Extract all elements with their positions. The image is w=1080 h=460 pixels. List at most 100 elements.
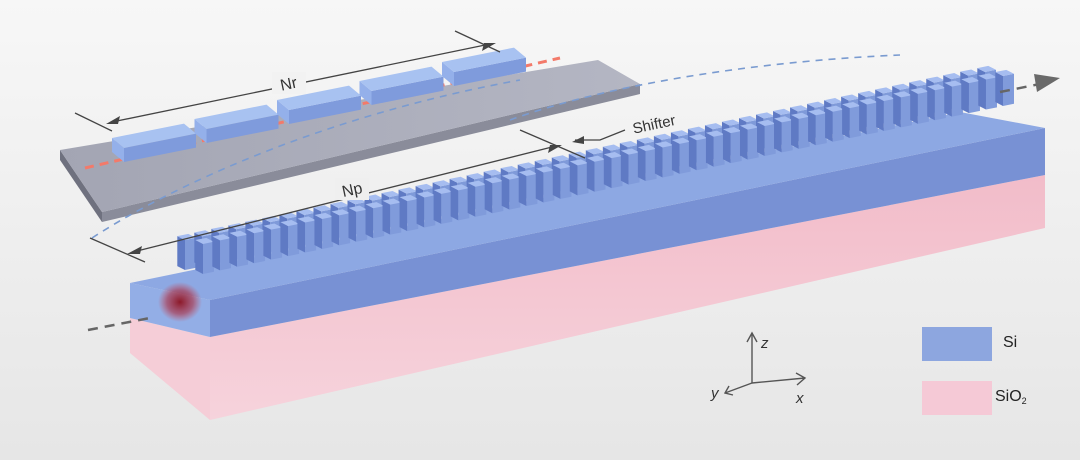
inset-block-front — [289, 95, 361, 124]
inset-plate-front — [102, 84, 640, 222]
grating-tooth-top — [381, 190, 401, 198]
shifter-indicator — [572, 129, 626, 144]
grating-tooth-side — [246, 229, 255, 264]
grating-tooth-front — [322, 216, 334, 249]
grating-tooth-top — [331, 209, 351, 216]
grating-tooth-front — [305, 220, 317, 253]
grating-tooth-top — [416, 191, 436, 198]
magnification-lines — [91, 54, 901, 239]
x-axis — [751, 377, 806, 384]
waveguide-slab — [130, 112, 1045, 420]
inset-plate-top — [60, 60, 640, 212]
grating-tooth-front — [220, 238, 232, 271]
grating-tooth-front — [883, 98, 895, 131]
inset-block-side — [359, 81, 372, 105]
legend-si-swatch — [922, 327, 992, 361]
grating-tooth-front — [356, 209, 368, 242]
grating-tooth-front — [611, 155, 623, 189]
grating-tooth-side — [620, 150, 629, 185]
grating-tooth-top — [484, 177, 504, 184]
grating-tooth-side — [416, 193, 425, 228]
grating-tooth-front — [203, 241, 214, 274]
grating-tooth-top — [757, 119, 776, 127]
y-axis — [724, 382, 753, 394]
inset-block-front — [371, 76, 444, 105]
grating-tooth-side — [177, 236, 185, 270]
grating-tooth-top — [313, 205, 333, 212]
grating-tooth-front — [441, 191, 453, 224]
grating-tooth-top — [518, 169, 538, 177]
grating-tooth-top — [212, 234, 232, 241]
np-label-bg — [335, 178, 369, 200]
grating-tooth-front — [747, 127, 759, 160]
grating-tooth-front — [577, 163, 589, 196]
grating-tooth-front — [475, 184, 487, 217]
grating-tooth-side — [314, 215, 323, 249]
grating-tooth-top — [978, 73, 997, 80]
grating-tooth-top — [552, 162, 572, 169]
grating-tooth-front — [543, 170, 555, 203]
grating-tooth-top — [790, 105, 809, 112]
grating-tooth-top — [177, 233, 196, 240]
grating-tooth-top — [961, 76, 980, 84]
grating-tooth-front — [492, 180, 504, 214]
grating-tooth-front — [934, 88, 946, 121]
grating-tooth-top — [467, 180, 487, 187]
inset-block-front — [454, 57, 526, 86]
propagation-arrowhead — [1034, 74, 1060, 92]
grating-tooth-top — [585, 148, 605, 155]
nr-label: Nr — [279, 74, 300, 94]
legend-si-label: Si — [1003, 334, 1018, 351]
grating-tooth-top — [245, 219, 265, 226]
grating-tooth-front — [696, 138, 708, 171]
grating-tooth-top — [995, 69, 1014, 76]
grating-tooth-top — [926, 76, 945, 83]
grating-tooth-top — [960, 69, 979, 76]
grating-tooth-top — [654, 141, 674, 148]
grating-tooth-top — [262, 216, 282, 223]
grating-tooth-front — [866, 102, 878, 135]
grating-tooth-top — [603, 152, 623, 159]
grating-tooth-front — [390, 202, 402, 235]
grating-tooth-side — [757, 122, 765, 157]
grating-tooth-side — [297, 218, 306, 253]
grating-tooth-side — [944, 82, 952, 117]
grating-tooth-side — [705, 132, 714, 167]
grating-tooth-top — [858, 90, 877, 98]
grating-tooth-side — [450, 186, 459, 221]
legend-sio2-swatch — [922, 381, 992, 415]
grating-tooth-side — [825, 107, 833, 142]
grating-tooth-side — [331, 211, 340, 246]
grating-tooth-side — [586, 157, 595, 192]
grating-tooth-top — [450, 184, 470, 191]
grating-tooth-side — [348, 207, 357, 242]
zoom-line-left — [91, 79, 521, 239]
grating-tooth-top — [483, 169, 503, 176]
grating-tooth-side — [399, 197, 408, 232]
grating-tooth-top — [671, 137, 691, 144]
grating-tooth-front — [764, 123, 776, 157]
grating-tooth-top — [722, 127, 742, 134]
grating-tooth-front — [781, 120, 793, 153]
grating-tooth-front — [968, 80, 980, 114]
grating-tooth-front — [951, 84, 963, 117]
grating-tooth-top — [859, 98, 878, 105]
inset-block-top — [112, 123, 196, 148]
legend-sio2-subscript: 2 — [1021, 396, 1027, 406]
grating-tooth-front — [339, 213, 351, 246]
inset-unit-cell — [60, 47, 640, 222]
grating-tooth-top — [517, 162, 537, 169]
grating-tooth-front — [594, 159, 606, 192]
grating-tooth-front — [509, 177, 521, 210]
grating-tooth-side — [382, 200, 391, 235]
grating-tooth-front — [985, 77, 997, 110]
grating-tooth-top — [705, 130, 725, 137]
grating-tooth-side — [842, 104, 850, 139]
grating-tooth-front — [798, 116, 810, 149]
grating-tooth-side — [195, 240, 203, 274]
grating-tooth-front — [237, 234, 249, 267]
inset-block-top — [277, 85, 361, 110]
inset-block-front — [206, 114, 279, 143]
si-front-face — [210, 128, 1045, 337]
